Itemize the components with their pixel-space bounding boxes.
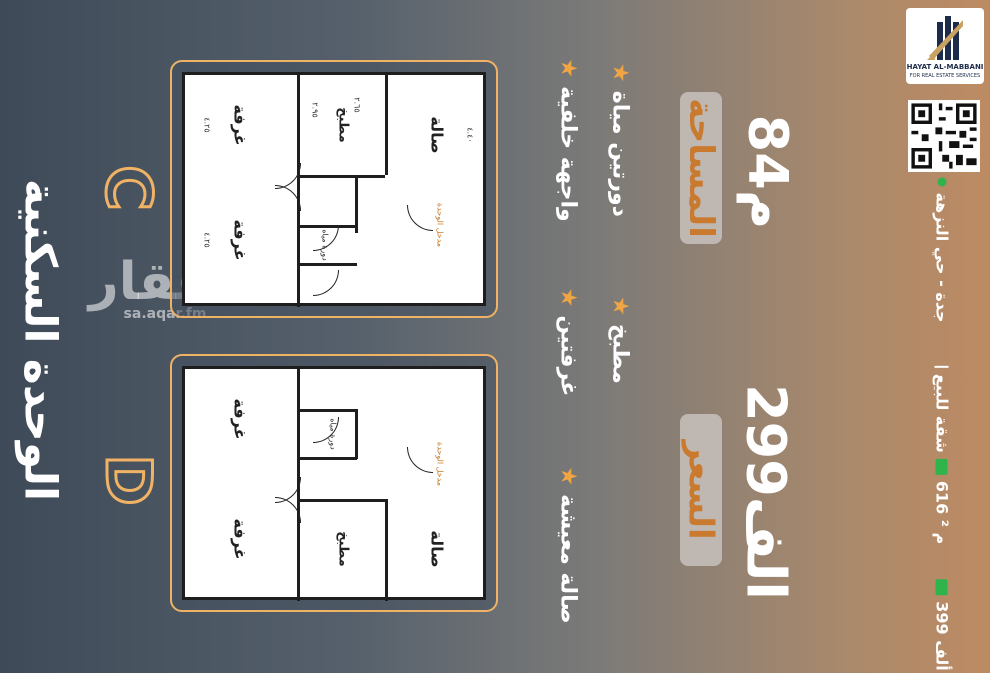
price-value: 299الف: [734, 384, 798, 600]
plan-c-room-1: غرفة: [230, 104, 250, 146]
company-tagline: FOR REAL ESTATE SERVICES: [909, 73, 981, 79]
floor-plan-d-walls: غرفة غرفة مطبخ صالة دورة مياه مدخل الوحد…: [182, 366, 486, 601]
separator: [935, 365, 949, 368]
floor-plan-c-walls: غرفة غرفة مطبخ صالة دورة مياه مدخل الوحد…: [182, 72, 486, 307]
plan-d-hall: صالة: [427, 530, 447, 568]
plan-c-dim-5: ٤.٤٠: [465, 127, 475, 143]
floor-plan-d: غرفة غرفة مطبخ صالة دورة مياه مدخل الوحد…: [170, 354, 498, 612]
floor-plan-c: غرفة غرفة مطبخ صالة دورة مياه مدخل الوحد…: [170, 60, 498, 318]
plan-c-room-2: غرفة: [230, 219, 250, 261]
feature-two-bathrooms: ★ دورتين مياة: [607, 63, 633, 217]
star-icon: ★: [607, 296, 633, 316]
listing-location: جدة - حي النزهة: [933, 177, 952, 323]
price-label-pill: السعر: [680, 414, 722, 566]
plan-d-room-2: غرفة: [230, 518, 250, 560]
plan-d-kitchen: مطبخ: [335, 531, 351, 567]
area-label-pill: المساحة: [680, 92, 722, 244]
feature-kitchen: ★ مطبخ: [607, 296, 633, 384]
plan-d-bathroom: دورة مياه: [328, 418, 338, 450]
feature-living-hall: ★ صالة معيشة: [555, 466, 581, 624]
qr-code[interactable]: [908, 100, 980, 172]
star-icon: ★: [555, 287, 581, 308]
plan-c-dim-4: ٢.٦٥: [352, 97, 362, 113]
price-badge-icon: [936, 579, 948, 596]
building-logo-icon: [927, 16, 963, 60]
unit-section-title: الوحدة السكنية: [14, 178, 66, 502]
plan-d-room-1: غرفة: [230, 398, 250, 440]
company-name: HAYAT AL-MABBANI: [906, 63, 984, 71]
plan-c-dim-2: ٤.٢٥: [202, 232, 212, 248]
unit-letter-d: D: [91, 453, 167, 507]
star-icon: ★: [607, 63, 633, 83]
area-badge-icon: [936, 458, 948, 475]
plan-c-hall: صالة: [427, 116, 447, 154]
company-logo: HAYAT AL-MABBANI FOR REAL ESTATE SERVICE…: [906, 8, 984, 84]
star-icon: ★: [555, 466, 581, 487]
listing-type-area: شقة للبيع 616 م ²: [933, 365, 952, 544]
plan-d-entrance: مدخل الوحدة: [435, 441, 445, 487]
listing-price: 399 ألف: [933, 579, 952, 671]
star-icon: ★: [555, 58, 581, 79]
location-pin-icon: [937, 177, 947, 187]
feature-two-rooms: ★ غرفتين: [555, 287, 581, 397]
plan-c-kitchen: مطبخ: [335, 107, 351, 143]
area-value: 84م: [736, 114, 800, 230]
unit-letter-c: C: [91, 164, 167, 213]
plan-c-entrance: مدخل الوحدة: [435, 202, 445, 248]
plan-c-dim-1: ٤.٢٥: [202, 117, 212, 133]
feature-rear-facade: ★ واجهة خلفية: [555, 58, 581, 222]
plan-c-bathroom: دورة مياه: [320, 229, 330, 261]
plan-c-dim-3: ٢.٩٥: [310, 102, 320, 118]
